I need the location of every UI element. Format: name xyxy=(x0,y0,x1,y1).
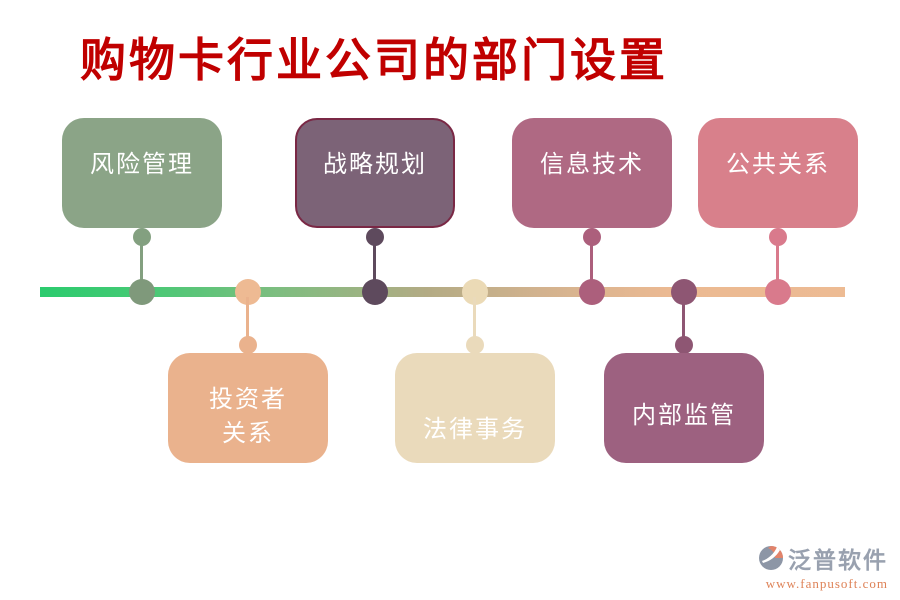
connector-stem xyxy=(246,297,249,339)
fanpu-logo-icon xyxy=(758,545,784,571)
department-box: 内部监管 xyxy=(604,353,764,463)
department-label: 公共关系 xyxy=(726,152,830,178)
department-box: 风险管理 xyxy=(62,118,222,228)
timeline-node xyxy=(362,279,388,305)
department-label: 战略规划 xyxy=(323,152,427,178)
department-label: 法律事务 xyxy=(423,417,527,443)
connector-stem xyxy=(473,297,476,339)
connector-stem xyxy=(373,237,376,287)
department-label: 内部监管 xyxy=(632,403,736,429)
department-box: 公共关系 xyxy=(698,118,858,228)
timeline-node xyxy=(579,279,605,305)
department-box: 信息技术 xyxy=(512,118,672,228)
department-box: 法律事务 xyxy=(395,353,555,463)
department-label: 风险管理 xyxy=(90,152,194,178)
timeline-node xyxy=(765,279,791,305)
department-box: 投资者 关系 xyxy=(168,353,328,463)
department-label: 投资者 关系 xyxy=(209,383,287,463)
connector-stem xyxy=(590,237,593,287)
connector-stem xyxy=(140,237,143,287)
timeline-bar xyxy=(40,287,845,297)
department-label: 信息技术 xyxy=(540,152,644,178)
connector-dot xyxy=(675,336,693,354)
label-line-1: 投资者 xyxy=(209,387,287,413)
connector-stem xyxy=(682,297,685,339)
fanpu-logo-text: 泛普软件 xyxy=(788,547,888,573)
fanpu-watermark: 泛普软件 www.fanpusoft.com xyxy=(758,541,888,592)
fanpu-url-text: www.fanpusoft.com xyxy=(765,576,888,591)
timeline-node xyxy=(129,279,155,305)
connector-dot xyxy=(466,336,484,354)
connector-dot xyxy=(239,336,257,354)
page-title: 购物卡行业公司的部门设置 xyxy=(80,35,668,86)
department-box: 战略规划 xyxy=(295,118,455,228)
connector-stem xyxy=(776,237,779,287)
label-line-2: 关系 xyxy=(222,421,274,447)
